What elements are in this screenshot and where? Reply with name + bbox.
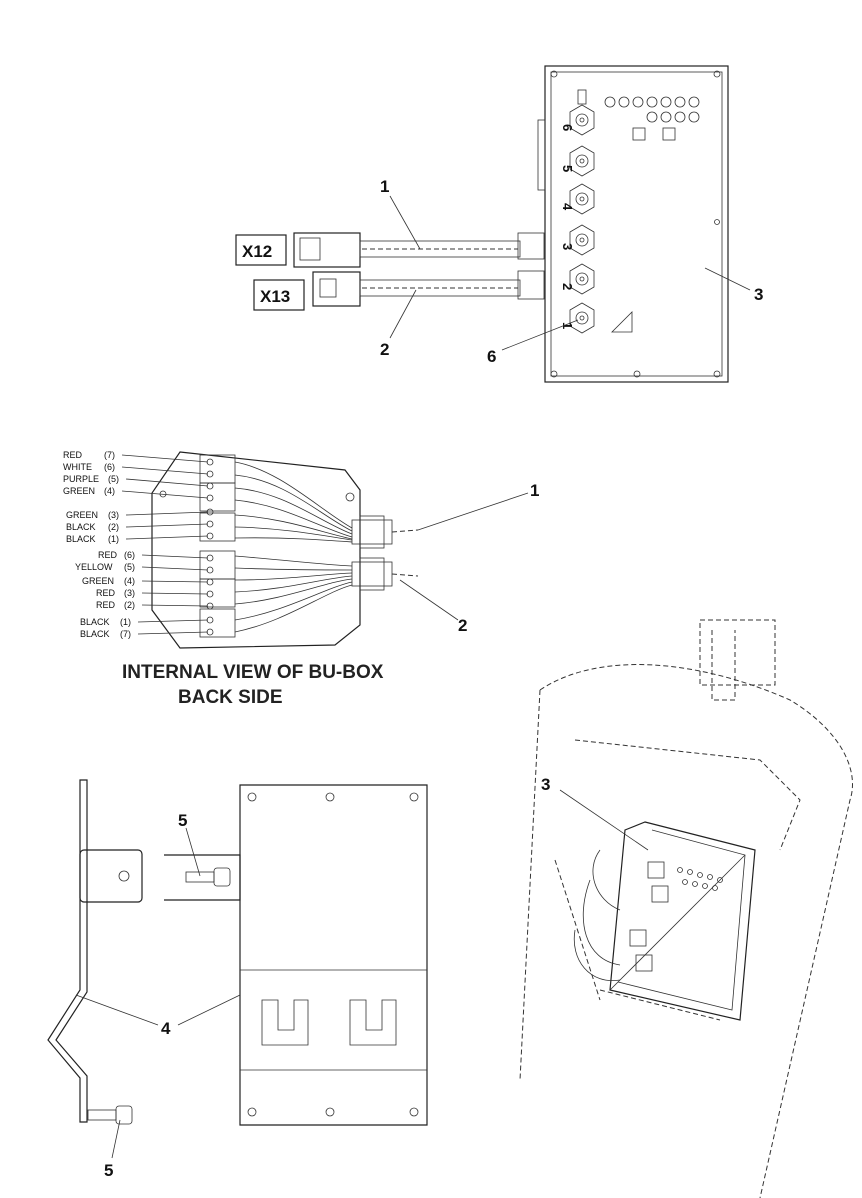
wire-num: (4): [104, 486, 115, 496]
terminal-screws: [206, 458, 214, 636]
wire-num: (5): [108, 474, 119, 484]
wire-color: WHITE: [63, 462, 92, 472]
wire-num: (1): [120, 617, 131, 627]
x12-label: X12: [242, 242, 272, 261]
indicator-lamps: [577, 89, 700, 141]
callout-1-top: 1: [380, 177, 389, 196]
callout-3-top: 3: [754, 285, 763, 304]
wire-color: BLACK: [66, 534, 96, 544]
wire-num: (6): [124, 550, 135, 560]
slot-3-label: 3: [560, 243, 575, 250]
wire-color: BLACK: [66, 522, 96, 532]
warning-icon: [611, 311, 633, 333]
wire-color: BLACK: [80, 629, 110, 639]
callout-4: 4: [161, 1019, 171, 1038]
wire-color: RED: [98, 550, 118, 560]
bu-box-internal-view: [151, 451, 419, 649]
wire-color: YELLOW: [75, 562, 113, 572]
cable-1: [293, 232, 545, 268]
bu-box-front: 6 5 4 3 2 1: [537, 65, 729, 383]
callout-5b: 5: [104, 1161, 113, 1180]
x13-label: X13: [260, 287, 290, 306]
x13-box: [253, 279, 305, 311]
callout-1-mid: 1: [530, 481, 539, 500]
wire-color: GREEN: [66, 510, 98, 520]
wire-labels-group1: RED (7) WHITE (6) PURPLE (5) GREEN (4) G…: [63, 450, 119, 544]
slot-4-label: 4: [560, 203, 575, 211]
slot-2-label: 2: [560, 283, 575, 290]
wire-num: (4): [124, 576, 135, 586]
caption-line1: INTERNAL VIEW OF BU-BOX: [122, 662, 384, 683]
wire-labels-group2: RED (6) YELLOW (5) GREEN (4) RED (3) RED…: [75, 550, 135, 639]
wire-num: (3): [124, 588, 135, 598]
wire-num: (7): [104, 450, 115, 460]
caption-line2: BACK SIDE: [178, 687, 283, 708]
wire-color: RED: [63, 450, 83, 460]
wire-color: BLACK: [80, 617, 110, 627]
slot-1-label: 1: [560, 322, 575, 329]
receptacle-slots: [569, 104, 595, 334]
indicator-lamps: [677, 867, 723, 891]
callout-5a: 5: [178, 811, 187, 830]
wire-num: (1): [108, 534, 119, 544]
wire-num: (6): [104, 462, 115, 472]
wire-color: RED: [96, 588, 116, 598]
wire-color: PURPLE: [63, 474, 99, 484]
callout-2-top: 2: [380, 340, 389, 359]
callout-3-bottom: 3: [541, 775, 550, 794]
wire-color: GREEN: [63, 486, 95, 496]
cable-2: [312, 270, 545, 307]
slot-6-label: 6: [560, 124, 575, 131]
bu-box-body: [544, 65, 729, 383]
installed-view: [519, 619, 853, 1198]
wire-num: (7): [120, 629, 131, 639]
wire-color: RED: [96, 600, 116, 610]
x12-box: [235, 234, 287, 266]
wire-leaders: [121, 454, 209, 635]
wire-num: (2): [124, 600, 135, 610]
callout-6-top: 6: [487, 347, 496, 366]
wire-color: GREEN: [82, 576, 114, 586]
wire-num: (2): [108, 522, 119, 532]
slot-5-label: 5: [560, 165, 575, 172]
mounting-bracket: [47, 779, 428, 1126]
callout-2-mid: 2: [458, 616, 467, 635]
wire-num: (5): [124, 562, 135, 572]
wire-num: (3): [108, 510, 119, 520]
